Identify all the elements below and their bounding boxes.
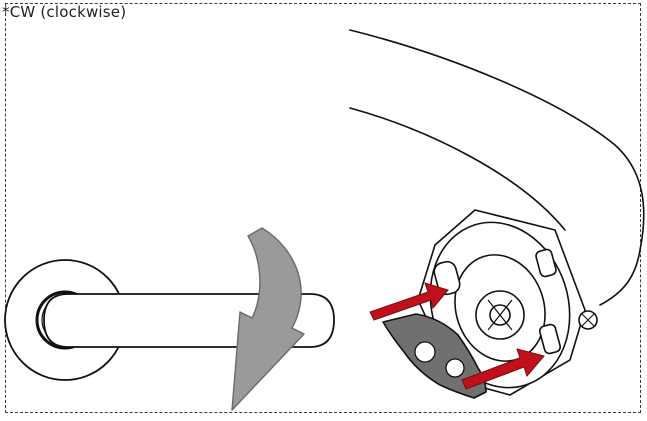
cylinder-mechanism bbox=[417, 209, 598, 396]
door-outline-upper bbox=[349, 29, 645, 306]
mounting-tool bbox=[382, 313, 487, 399]
clockwise-rotation-arrow-icon bbox=[231, 227, 305, 411]
door-outline-lower bbox=[349, 107, 566, 231]
rotation-caption: *CW (clockwise) bbox=[2, 3, 127, 21]
diagram-frame bbox=[5, 3, 641, 413]
insert-arrow-icon bbox=[369, 282, 545, 390]
